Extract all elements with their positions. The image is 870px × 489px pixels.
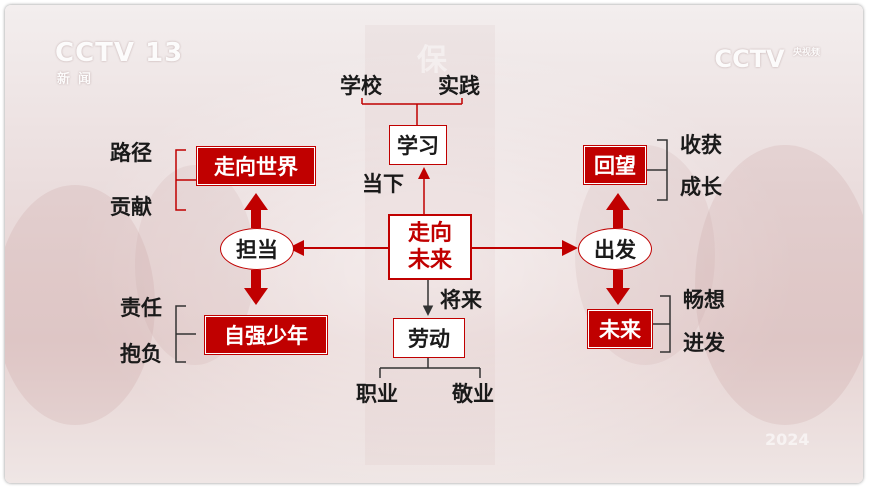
leaf-school: 学校 bbox=[340, 74, 382, 98]
hub-responsibility: 担当 bbox=[220, 228, 294, 270]
leaf-harvest: 收获 bbox=[680, 133, 722, 157]
center-node: 走向 未来 bbox=[388, 214, 472, 280]
edge-label-future: 将来 bbox=[440, 288, 482, 312]
background-calligraphy: 保 bbox=[417, 43, 447, 78]
leaf-ambition: 抱负 bbox=[120, 342, 162, 366]
cctv13-logo: CCTV 13 新闻 bbox=[55, 38, 184, 87]
leaf-practice: 实践 bbox=[438, 74, 480, 98]
node-strong-youth: 自强少年 bbox=[205, 316, 327, 354]
node-look-back: 回望 bbox=[584, 146, 646, 184]
leaf-growth: 成长 bbox=[680, 175, 722, 199]
node-go-world: 走向世界 bbox=[197, 147, 315, 185]
center-line1: 走向 bbox=[407, 221, 452, 246]
leaf-imagine: 畅想 bbox=[683, 288, 725, 312]
cctv-app-logo: CCTV 央视频 bbox=[714, 45, 820, 73]
node-labor: 劳动 bbox=[393, 318, 465, 358]
hub-departure: 出发 bbox=[578, 228, 652, 270]
node-study: 学习 bbox=[389, 125, 447, 165]
background-year: 2024 bbox=[765, 430, 810, 449]
leaf-career: 职业 bbox=[356, 382, 398, 406]
leaf-duty: 责任 bbox=[120, 296, 162, 320]
center-line2: 未来 bbox=[407, 248, 452, 273]
edge-label-now: 当下 bbox=[362, 172, 404, 196]
leaf-dedication: 敬业 bbox=[452, 382, 494, 406]
leaf-advance: 进发 bbox=[683, 331, 725, 355]
leaf-path: 路径 bbox=[110, 141, 152, 165]
leaf-contribution: 贡献 bbox=[110, 195, 152, 219]
node-future: 未来 bbox=[588, 310, 652, 348]
